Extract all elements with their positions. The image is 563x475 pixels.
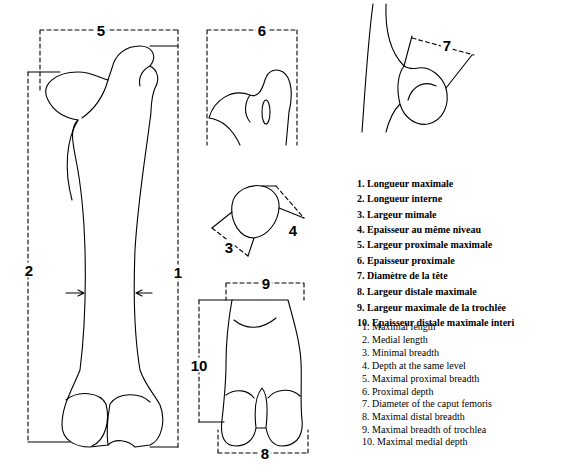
callout-number: 8 bbox=[259, 446, 271, 461]
french-legend-item: 5. Largeur proximale maximale bbox=[357, 239, 492, 250]
condyle-detail bbox=[66, 394, 150, 446]
dimension-line bbox=[412, 38, 474, 55]
proximal-detail-view bbox=[362, 4, 447, 132]
callout-number: 10 bbox=[189, 358, 210, 373]
dimension-line bbox=[28, 30, 178, 447]
callout-number: 9 bbox=[260, 276, 272, 291]
french-legend-item: 4. Epaisseur au même niveau bbox=[357, 224, 481, 235]
extension-line bbox=[28, 46, 178, 447]
english-legend-item: 10. Maximal medial depth bbox=[362, 436, 468, 447]
french-legend-item: 9. Largeur maximale de la trochlée bbox=[357, 302, 506, 313]
english-legend-item: 1. Maximal length bbox=[362, 321, 436, 332]
trochanter-detail bbox=[82, 66, 150, 118]
english-legend-item: 9. Maximal breadth of trochlea bbox=[362, 424, 486, 435]
shaft-cross-section bbox=[232, 186, 279, 238]
dimension-line bbox=[212, 186, 304, 256]
callout-number: 3 bbox=[223, 240, 235, 255]
english-legend-item: 5. Maximal proximal breadth bbox=[362, 373, 479, 384]
english-legend-item: 4. Depth at the same level bbox=[362, 360, 466, 371]
french-legend-item: 8. Largeur distale maximale bbox=[357, 286, 477, 297]
french-legend-item: 3. Largeur mimale bbox=[357, 209, 437, 220]
dimension-line bbox=[207, 30, 297, 145]
callout-number: 4 bbox=[287, 223, 299, 238]
distal-end-view bbox=[222, 300, 303, 446]
english-legend-item: 8. Maximal distal breadth bbox=[362, 411, 465, 422]
dimension-line bbox=[199, 283, 308, 453]
midshaft-ticks bbox=[66, 290, 152, 296]
english-legend-item: 3. Minimal breadth bbox=[362, 347, 439, 358]
english-legend-item: 6. Proximal depth bbox=[362, 386, 433, 397]
proximal-lateral-view bbox=[209, 70, 291, 145]
english-legend-item: 2. Medial length bbox=[362, 334, 428, 345]
callout-number: 6 bbox=[256, 23, 268, 38]
french-legend-item: 6. Epaisseur proximale bbox=[357, 255, 455, 266]
callout-number: 2 bbox=[23, 263, 35, 278]
fossa bbox=[262, 100, 270, 124]
extension-line bbox=[212, 186, 304, 256]
french-legend-item: 7. Diamètre de la tête bbox=[357, 270, 448, 281]
english-legend-item: 7. Diameter of the caput femoris bbox=[362, 398, 492, 409]
femur-outline bbox=[46, 46, 163, 447]
callout-number: 7 bbox=[441, 38, 453, 53]
french-legend-item: 1. Longueur maximale bbox=[357, 178, 453, 189]
french-legend-item: 2. Longueur interne bbox=[357, 193, 442, 204]
callout-number: 1 bbox=[172, 265, 184, 280]
extension-line bbox=[404, 36, 472, 88]
lesser-trochanter bbox=[67, 120, 78, 200]
callout-number: 5 bbox=[95, 23, 107, 38]
